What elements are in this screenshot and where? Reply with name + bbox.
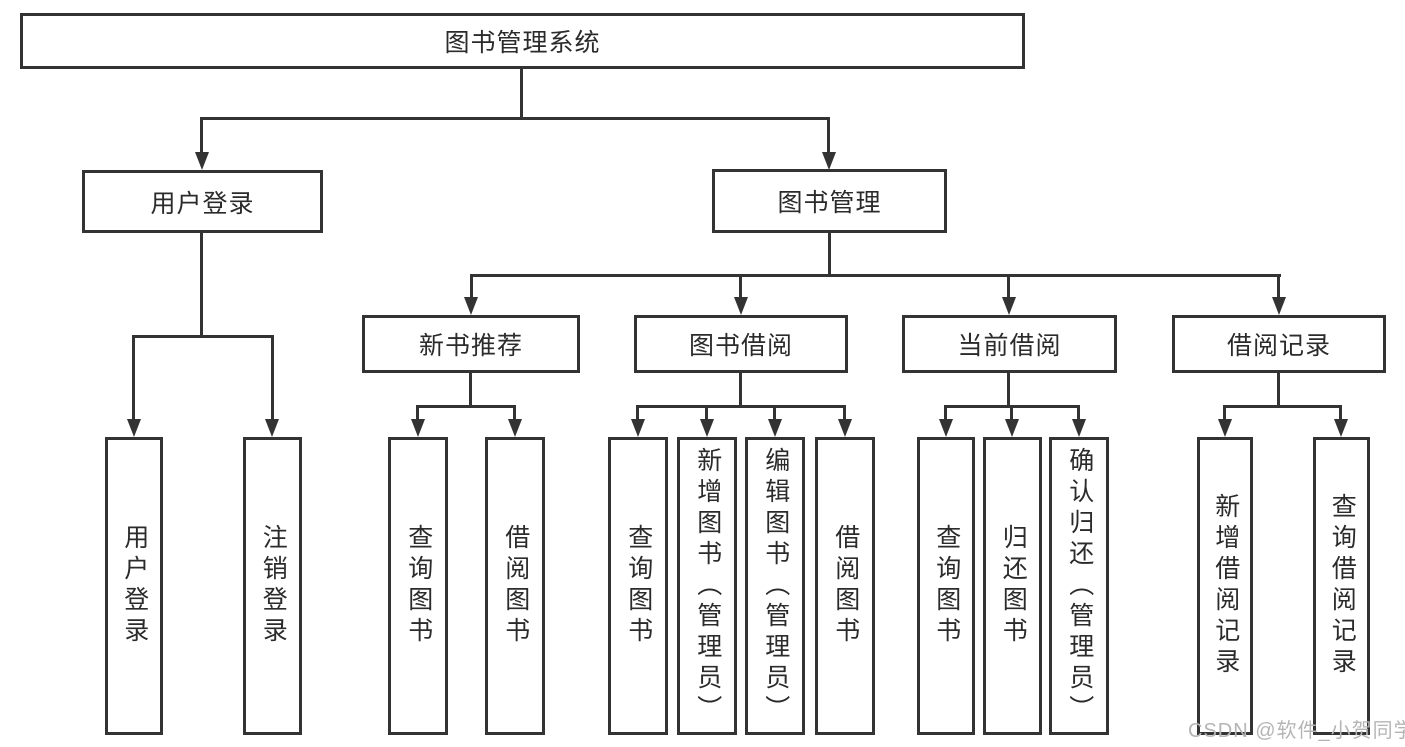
arrowhead-borrow-leaf-2 [700,419,714,437]
connector-bookmgmt-bar [470,274,1281,277]
connector-current-stem [1007,373,1010,405]
connector-records-stem [1277,373,1280,405]
arrowhead-current-leaf-3 [1072,419,1086,437]
csdn-watermark: CSDN @软件_小贺同学 [1188,720,1405,742]
leaf-user-login: 用户登录 [105,437,163,735]
connector-bookmgmt-drop-1 [470,274,473,298]
connector-login-bar [132,335,273,338]
arrowhead-current [1002,297,1016,315]
leaf-newbook-query: 查询图书 [388,437,448,735]
arrowhead-login-leaf-1 [127,419,141,437]
arrowhead-borrow-leaf-4 [838,419,852,437]
connector-bookmgmt-drop-4 [1277,274,1280,298]
arrowhead-current-leaf-1 [939,419,953,437]
arrowhead-current-leaf-2 [1005,419,1019,437]
arrowhead-newbook-leaf-2 [508,419,522,437]
leaf-borrow-edit-admin: 编辑图书（管理员） [745,437,805,735]
connector-records-drop-1 [1223,405,1226,420]
connector-login-stem [200,233,203,335]
leaf-records-query: 查询借阅记录 [1313,437,1370,735]
connector-current-drop-3 [1077,405,1080,420]
leaf-logout: 注销登录 [243,437,302,735]
node-root: 图书管理系统 [20,13,1025,69]
arrowhead-newbook [464,297,478,315]
connector-newbook-drop-2 [513,405,516,420]
connector-bookmgmt-stem [828,233,831,274]
arrowhead-records-leaf-2 [1334,419,1348,437]
connector-bookmgmt-drop-3 [1007,274,1010,298]
leaf-newbook-borrow: 借阅图书 [485,437,545,735]
arrowhead-borrow [734,297,748,315]
arrowhead-borrow-leaf-3 [768,419,782,437]
leaf-current-query: 查询图书 [917,437,975,735]
connector-borrow-bar [636,405,846,408]
node-new-book-recommend: 新书推荐 [362,315,580,373]
arrowhead-login-leaf-2 [265,419,279,437]
connector-borrow-stem [739,373,742,405]
connector-current-drop-1 [944,405,947,420]
node-book-borrowing: 图书借阅 [634,315,848,373]
arrowhead-records [1272,297,1286,315]
leaf-borrow-book: 借阅图书 [815,437,875,735]
connector-records-drop-2 [1339,405,1342,420]
leaf-current-confirm-admin: 确认归还（管理员） [1049,437,1109,735]
connector-root-stem [520,69,523,117]
arrowhead-records-leaf-1 [1218,419,1232,437]
connector-newbook-drop-1 [416,405,419,420]
leaf-records-add: 新增借阅记录 [1197,437,1253,735]
connector-borrow-drop-3 [773,405,776,420]
connector-borrow-drop-1 [636,405,639,420]
arrowhead-borrow-leaf-1 [631,419,645,437]
node-user-login: 用户登录 [82,170,323,233]
arrowhead-login [195,152,209,170]
connector-records-bar [1223,405,1342,408]
connector-newbook-stem [469,373,472,405]
connector-current-drop-2 [1010,405,1013,420]
node-book-management: 图书管理 [712,169,947,233]
connector-borrow-drop-4 [843,405,846,420]
arrowhead-bookmgmt [822,152,836,170]
connector-root-bar [201,117,830,120]
connector-newbook-bar [416,405,516,408]
leaf-current-return: 归还图书 [983,437,1042,735]
connector-borrow-drop-2 [705,405,708,420]
leaf-borrow-query: 查询图书 [608,437,668,735]
connector-login-drop-2 [271,335,274,420]
connector-bookmgmt-drop-2 [739,274,742,298]
arrowhead-newbook-leaf-1 [411,419,425,437]
connector-root-drop-bookmgmt [827,117,830,153]
connector-root-drop-login [200,117,203,153]
node-borrow-records: 借阅记录 [1172,315,1386,373]
connector-login-drop-1 [132,335,135,420]
leaf-borrow-add-admin: 新增图书（管理员） [677,437,737,735]
node-current-borrowing: 当前借阅 [902,315,1117,373]
